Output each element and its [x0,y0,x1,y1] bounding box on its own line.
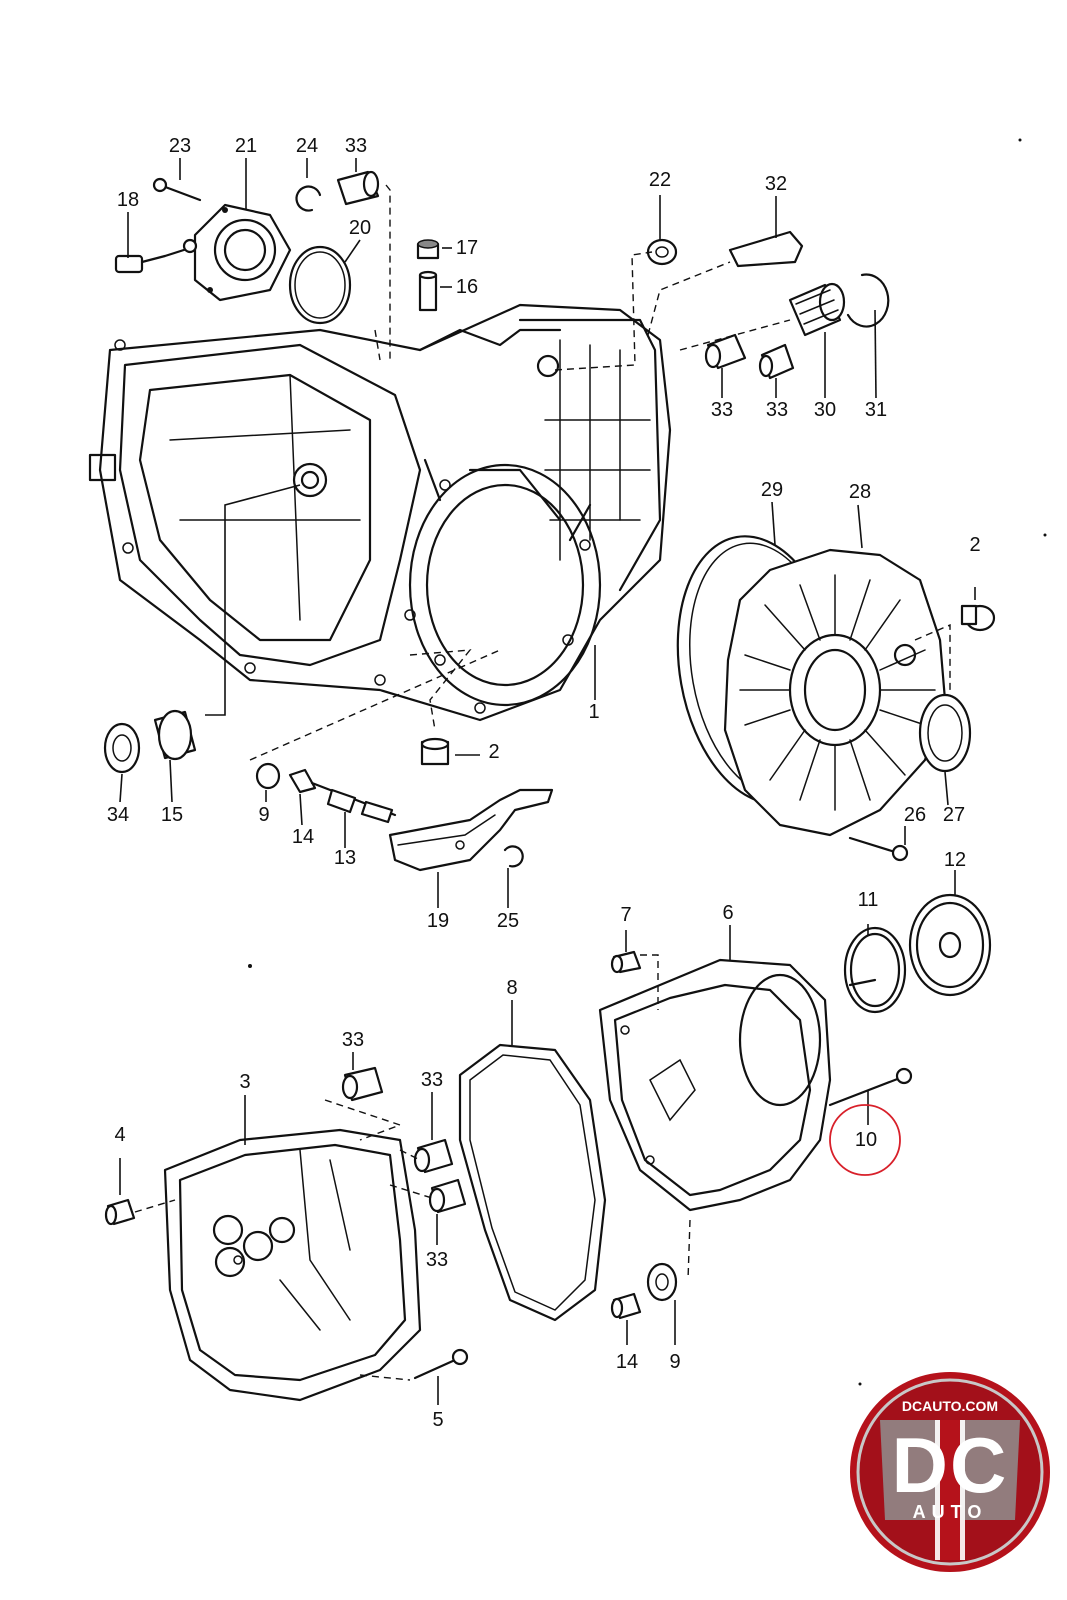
bushing-33-b [758,343,795,380]
bushing-33-d [413,1138,454,1174]
callout-26: 26 [903,804,927,826]
dowel-7 [610,950,642,974]
logo-sub-text: AUTO [912,1502,988,1522]
callout-33-d: 33 [420,1069,444,1091]
plug-2-right [960,604,996,632]
shift-link-19 [388,788,554,872]
callout-13: 13 [333,847,357,869]
callout-17: 17 [455,237,479,259]
callout-33-a: 33 [710,399,734,421]
bushing-14-bottom [610,1292,642,1320]
seal-27 [918,693,972,773]
callout-28: 28 [848,481,872,503]
bearing-34 [103,722,141,774]
callout-1: 1 [588,701,600,723]
circlip-31 [846,273,890,328]
intermediate-housing-3 [163,1128,422,1402]
clip-25 [503,845,524,868]
callout-7: 7 [620,904,632,926]
callout-2-right: 2 [969,534,981,556]
dowel-4 [104,1198,136,1226]
circlip-24 [295,185,322,212]
callout-9-bottom: 9 [669,1351,681,1373]
callout-12: 12 [943,849,967,871]
logo-url-text: DCAUTO.COM [901,1398,999,1414]
leader-lines [119,158,956,1405]
release-bearing-guide-21 [193,203,292,302]
callout-16: 16 [455,276,479,298]
callout-19: 19 [426,910,450,932]
bolt-5 [413,1348,469,1380]
bushing-33-top [336,170,380,206]
callout-2-bottom: 2 [488,741,500,763]
callout-33-e: 33 [425,1249,449,1271]
callout-5: 5 [432,1409,444,1431]
callout-30: 30 [813,399,837,421]
callout-14-bottom: 14 [615,1351,639,1373]
callout-15: 15 [160,804,184,826]
cover-12 [908,893,992,997]
bushing-33-e [428,1178,467,1214]
o-ring-20 [288,245,352,325]
differential-cover-28 [723,548,947,837]
pin-16 [418,270,438,312]
callout-29: 29 [760,479,784,501]
callout-32: 32 [764,173,788,195]
callout-33-c: 33 [341,1029,365,1051]
bearing-30 [788,282,846,337]
callout-11: 11 [857,889,879,911]
shift-shaft-assembly [255,762,397,824]
bolt-26 [848,836,909,862]
callout-24: 24 [295,135,319,157]
bushing-33-a [704,333,747,370]
callout-22: 22 [648,169,672,191]
callout-23: 23 [168,135,192,157]
callout-10: 10 [854,1129,878,1151]
callout-27: 27 [942,804,966,826]
retainer-11 [843,926,907,1014]
highlight-ring-10 [829,1104,901,1176]
dc-auto-logo-graphic [850,1372,1050,1572]
seal-22 [646,238,678,266]
callout-34: 34 [106,804,130,826]
callout-18: 18 [116,189,140,211]
bearing-15 [153,709,197,761]
callout-9: 9 [258,804,270,826]
shift-guide-32 [728,230,804,268]
callout-33-b: 33 [765,399,789,421]
gasket-8 [458,1043,607,1322]
callout-31: 31 [864,399,888,421]
callout-8: 8 [506,977,518,999]
bushing-33-c [341,1066,384,1102]
dc-auto-logo: DCAUTO.COM DC AUTO [850,1372,1050,1572]
callout-6: 6 [722,902,734,924]
callout-4: 4 [114,1124,126,1146]
callout-14: 14 [291,826,315,848]
callout-25: 25 [496,910,520,932]
logo-main-text: DC [891,1421,1009,1509]
bolt-10 [828,1067,913,1107]
gear-housing-6 [598,958,832,1212]
plug-2-bottom [420,737,450,766]
sensor-18 [114,238,198,274]
cap-17 [416,239,440,260]
main-transmission-housing [88,303,672,722]
callout-21: 21 [234,135,258,157]
callout-3: 3 [239,1071,251,1093]
callout-20: 20 [348,217,372,239]
callout-33-top: 33 [344,135,368,157]
seal-9-bottom [646,1262,678,1302]
bolt-23 [152,177,202,202]
